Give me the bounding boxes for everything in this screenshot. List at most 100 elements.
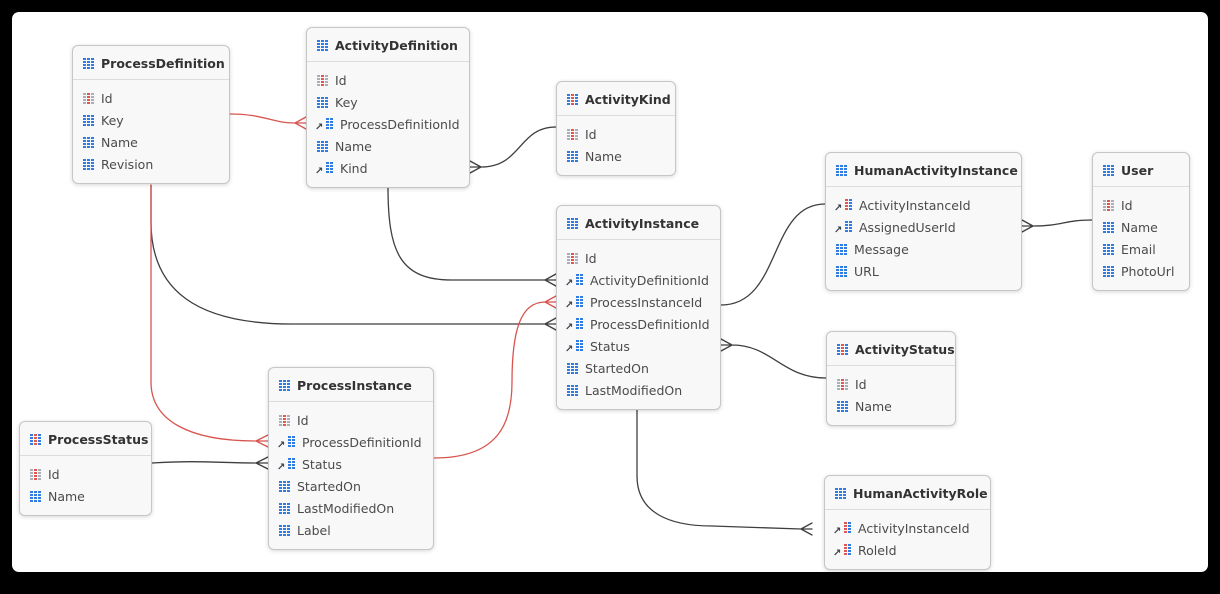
relationship-line-4[interactable] (433, 295, 557, 459)
icon-cell (325, 46, 328, 48)
relationship-line-2[interactable] (387, 186, 557, 287)
field-row-assigned-user-id[interactable]: ↗AssignedUserId (826, 216, 1021, 238)
field-row-message[interactable]: Message (826, 238, 1021, 260)
field-row-photo-url[interactable]: PhotoUrl (1093, 260, 1189, 282)
icon-cell (849, 224, 852, 226)
field-row-key[interactable]: Key (307, 91, 469, 113)
field-row-id[interactable]: Id (269, 409, 433, 431)
field-row-name[interactable]: Name (307, 135, 469, 157)
field-row-process-definition-id[interactable]: ↗ ProcessDefinitionId (307, 113, 469, 135)
relationship-line-10[interactable] (720, 203, 826, 306)
key-grid-icon (844, 522, 851, 533)
icon-cell (567, 159, 570, 162)
table-header[interactable]: HumanActivityInstance (826, 153, 1021, 187)
field-name: StartedOn (585, 360, 649, 376)
foreign-key-icon: ↗ (565, 274, 583, 289)
field-row-revision[interactable]: Revision (73, 153, 229, 175)
icon-cell (87, 61, 90, 63)
field-row-process-definition-id[interactable]: ↗ProcessDefinitionId (269, 431, 433, 453)
icon-cell (87, 164, 90, 167)
table-header[interactable]: ProcessDefinition (73, 46, 229, 80)
icon-cell (91, 145, 94, 148)
table-header[interactable]: User (1093, 153, 1189, 187)
icon-cell (845, 202, 848, 204)
icon-cell (87, 58, 90, 60)
field-name: ProcessDefinitionId (340, 116, 460, 132)
field-row-kind[interactable]: ↗Kind (307, 157, 469, 179)
table-header[interactable]: ProcessInstance (269, 368, 433, 402)
field-row-process-definition-id[interactable]: ↗ProcessDefinitionId (557, 313, 720, 335)
relationship-line-9[interactable] (636, 409, 813, 536)
relationship-line-0[interactable] (229, 113, 307, 130)
field-row-status[interactable]: ↗Status (557, 335, 720, 357)
icon-cell (837, 403, 840, 406)
field-row-last-modified-on[interactable]: LastModifiedOn (269, 497, 433, 519)
field-row-key[interactable]: Key (73, 109, 229, 131)
field-row-id[interactable]: Id (20, 463, 151, 485)
table-header[interactable]: ProcessStatus (20, 422, 151, 456)
field-row-id[interactable]: Id (1093, 194, 1189, 216)
field-row-id[interactable]: Id (73, 87, 229, 109)
field-row-name[interactable]: Name (1093, 216, 1189, 238)
table-header[interactable]: ActivityInstance (557, 206, 720, 240)
icon-cell (839, 497, 842, 499)
field-name: Name (101, 134, 138, 150)
relationship-line-3[interactable] (150, 184, 557, 331)
field-row-status[interactable]: ↗Status (269, 453, 433, 475)
field-row-name[interactable]: Name (73, 131, 229, 153)
relationship-line-5[interactable] (150, 184, 269, 448)
relationship-line-1[interactable] (469, 126, 557, 174)
relationship-line-6[interactable] (151, 456, 269, 470)
field-row-email[interactable]: Email (1093, 238, 1189, 260)
icon-cell (1111, 168, 1114, 170)
field-row-id[interactable]: Id (557, 247, 720, 269)
icon-cell (325, 49, 328, 51)
field-row-label[interactable]: Label (269, 519, 433, 541)
field-row-last-modified-on[interactable]: LastModifiedOn (557, 379, 720, 401)
field-row-url[interactable]: URL (826, 260, 1021, 282)
field-row-id[interactable]: Id (307, 69, 469, 91)
relationship-line-8[interactable] (1021, 219, 1093, 233)
field-row-started-on[interactable]: StartedOn (557, 357, 720, 379)
table-header[interactable]: ActivityKind (557, 82, 675, 116)
table-header[interactable]: ActivityStatus (827, 332, 955, 366)
icon-cell (1107, 249, 1110, 252)
field-row-name[interactable]: Name (20, 485, 151, 507)
field-row-activity-definition-id[interactable]: ↗ActivityDefinitionId (557, 269, 720, 291)
icon-cell (1103, 249, 1106, 252)
field-row-activity-instance-id[interactable]: ↗ActivityInstanceId (825, 517, 990, 539)
field-row-process-instance-id[interactable]: ↗ProcessInstanceId (557, 291, 720, 313)
foreign-key-arrow-icon: ↗ (315, 122, 324, 133)
primary-foreign-key-icon: ↗ (834, 199, 852, 214)
field-row-role-id[interactable]: ↗RoleId (825, 539, 990, 561)
table-human-activity-role[interactable]: HumanActivityRole ↗ActivityInstanceId↗Rol… (824, 475, 991, 570)
field-row-name[interactable]: Name (827, 395, 955, 417)
field-row-started-on[interactable]: StartedOn (269, 475, 433, 497)
icon-cell (87, 120, 90, 123)
icon-cell (571, 368, 574, 371)
table-header[interactable]: ActivityDefinition (307, 28, 469, 62)
table-human-activity-instance[interactable]: HumanActivityInstance ↗ActivityInstanceId… (825, 152, 1022, 291)
field-row-id[interactable]: Id (557, 123, 675, 145)
field-row-id[interactable]: Id (827, 373, 955, 395)
icon-cell (836, 246, 839, 249)
field-row-activity-instance-id[interactable]: ↗ActivityInstanceId (826, 194, 1021, 216)
icon-cell (571, 218, 574, 220)
relationship-line-7[interactable] (720, 338, 827, 379)
field-row-name[interactable]: Name (557, 145, 675, 167)
table-header[interactable]: HumanActivityRole (825, 476, 990, 510)
icon-cell (845, 230, 848, 232)
icon-cell (575, 224, 578, 226)
